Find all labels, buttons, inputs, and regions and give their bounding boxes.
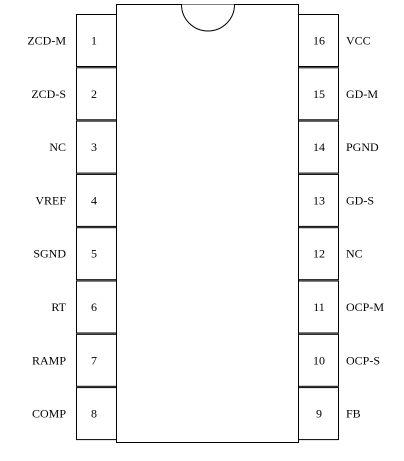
pin-box xyxy=(298,227,339,281)
pin-box xyxy=(76,173,117,227)
pin-box xyxy=(76,227,117,281)
pin-label: VREF xyxy=(35,193,66,207)
pins-left: 1 ZCD-M 2 ZCD-S 3 NC 4 VREF 5 SGND 6 RT 7 RAMP 8 COMP xyxy=(27,14,117,441)
pin-number: 11 xyxy=(313,300,325,314)
left-pin-8: 8 COMP xyxy=(32,387,117,441)
right-pin-14: 14 PGND xyxy=(298,120,379,174)
pin-number: 1 xyxy=(91,34,97,48)
pin-number: 12 xyxy=(313,247,325,261)
pin-number: 6 xyxy=(91,300,97,314)
pin-label: GD-M xyxy=(346,87,378,101)
pin-label: ZCD-S xyxy=(31,87,66,101)
left-pin-5: 5 SGND xyxy=(33,227,117,281)
left-pin-4: 4 VREF xyxy=(35,173,117,227)
pin-number: 4 xyxy=(91,193,97,207)
pin-box xyxy=(76,120,117,174)
left-pin-7: 7 RAMP xyxy=(32,333,117,387)
pin-box xyxy=(76,280,117,334)
pin-box xyxy=(298,280,339,334)
ic-package-body xyxy=(116,4,299,443)
pin-number: 5 xyxy=(91,247,97,261)
right-pin-12: 12 NC xyxy=(298,227,363,281)
pin-label: RT xyxy=(51,300,66,314)
pin-box xyxy=(298,387,339,441)
pin-label: VCC xyxy=(346,34,371,48)
pin-label: RAMP xyxy=(32,353,66,367)
pin-number: 2 xyxy=(91,87,97,101)
left-pin-3: 3 NC xyxy=(49,120,117,174)
pin-label: NC xyxy=(49,140,66,154)
pin-label: ZCD-M xyxy=(27,34,66,48)
pin-label: OCP-M xyxy=(346,300,384,314)
orientation-notch xyxy=(181,4,235,32)
pin-number: 3 xyxy=(91,140,97,154)
pin-number: 8 xyxy=(91,407,97,421)
pin-label: SGND xyxy=(33,247,66,261)
right-pin-13: 13 GD-S xyxy=(298,173,374,227)
pin-label: FB xyxy=(346,407,361,421)
pin-box xyxy=(298,333,339,387)
pin-box xyxy=(76,67,117,121)
pin-box xyxy=(298,14,339,67)
pin-number: 14 xyxy=(313,140,325,154)
right-pin-11: 11 OCP-M xyxy=(298,280,384,334)
pin-box xyxy=(76,14,117,67)
pin-label: PGND xyxy=(346,140,379,154)
pin-number: 16 xyxy=(313,34,325,48)
pin-label: OCP-S xyxy=(346,353,380,367)
right-pin-10: 10 OCP-S xyxy=(298,333,380,387)
right-pin-15: 15 GD-M xyxy=(298,67,378,121)
pin-label: COMP xyxy=(32,407,66,421)
pin-number: 15 xyxy=(313,87,325,101)
left-pin-1: 1 ZCD-M xyxy=(27,14,117,67)
pin-number: 7 xyxy=(91,353,97,367)
pin-box xyxy=(298,67,339,121)
pin-box xyxy=(76,387,117,441)
pins-right: 16 VCC 15 GD-M 14 PGND 13 GD-S 12 NC 11 OCP-M 10 OCP-… xyxy=(298,14,384,441)
right-pin-16: 16 VCC xyxy=(298,14,371,67)
left-pin-2: 2 ZCD-S xyxy=(31,67,117,121)
left-pin-6: 6 RT xyxy=(51,280,117,334)
pin-box xyxy=(298,120,339,174)
pin-box xyxy=(298,173,339,227)
pin-label: GD-S xyxy=(346,193,374,207)
pin-box xyxy=(76,333,117,387)
right-pin-9: 9 FB xyxy=(298,387,361,441)
pin-number: 13 xyxy=(313,193,325,207)
pin-label: NC xyxy=(346,247,363,261)
pin-number: 9 xyxy=(316,407,322,421)
pin-number: 10 xyxy=(313,353,325,367)
